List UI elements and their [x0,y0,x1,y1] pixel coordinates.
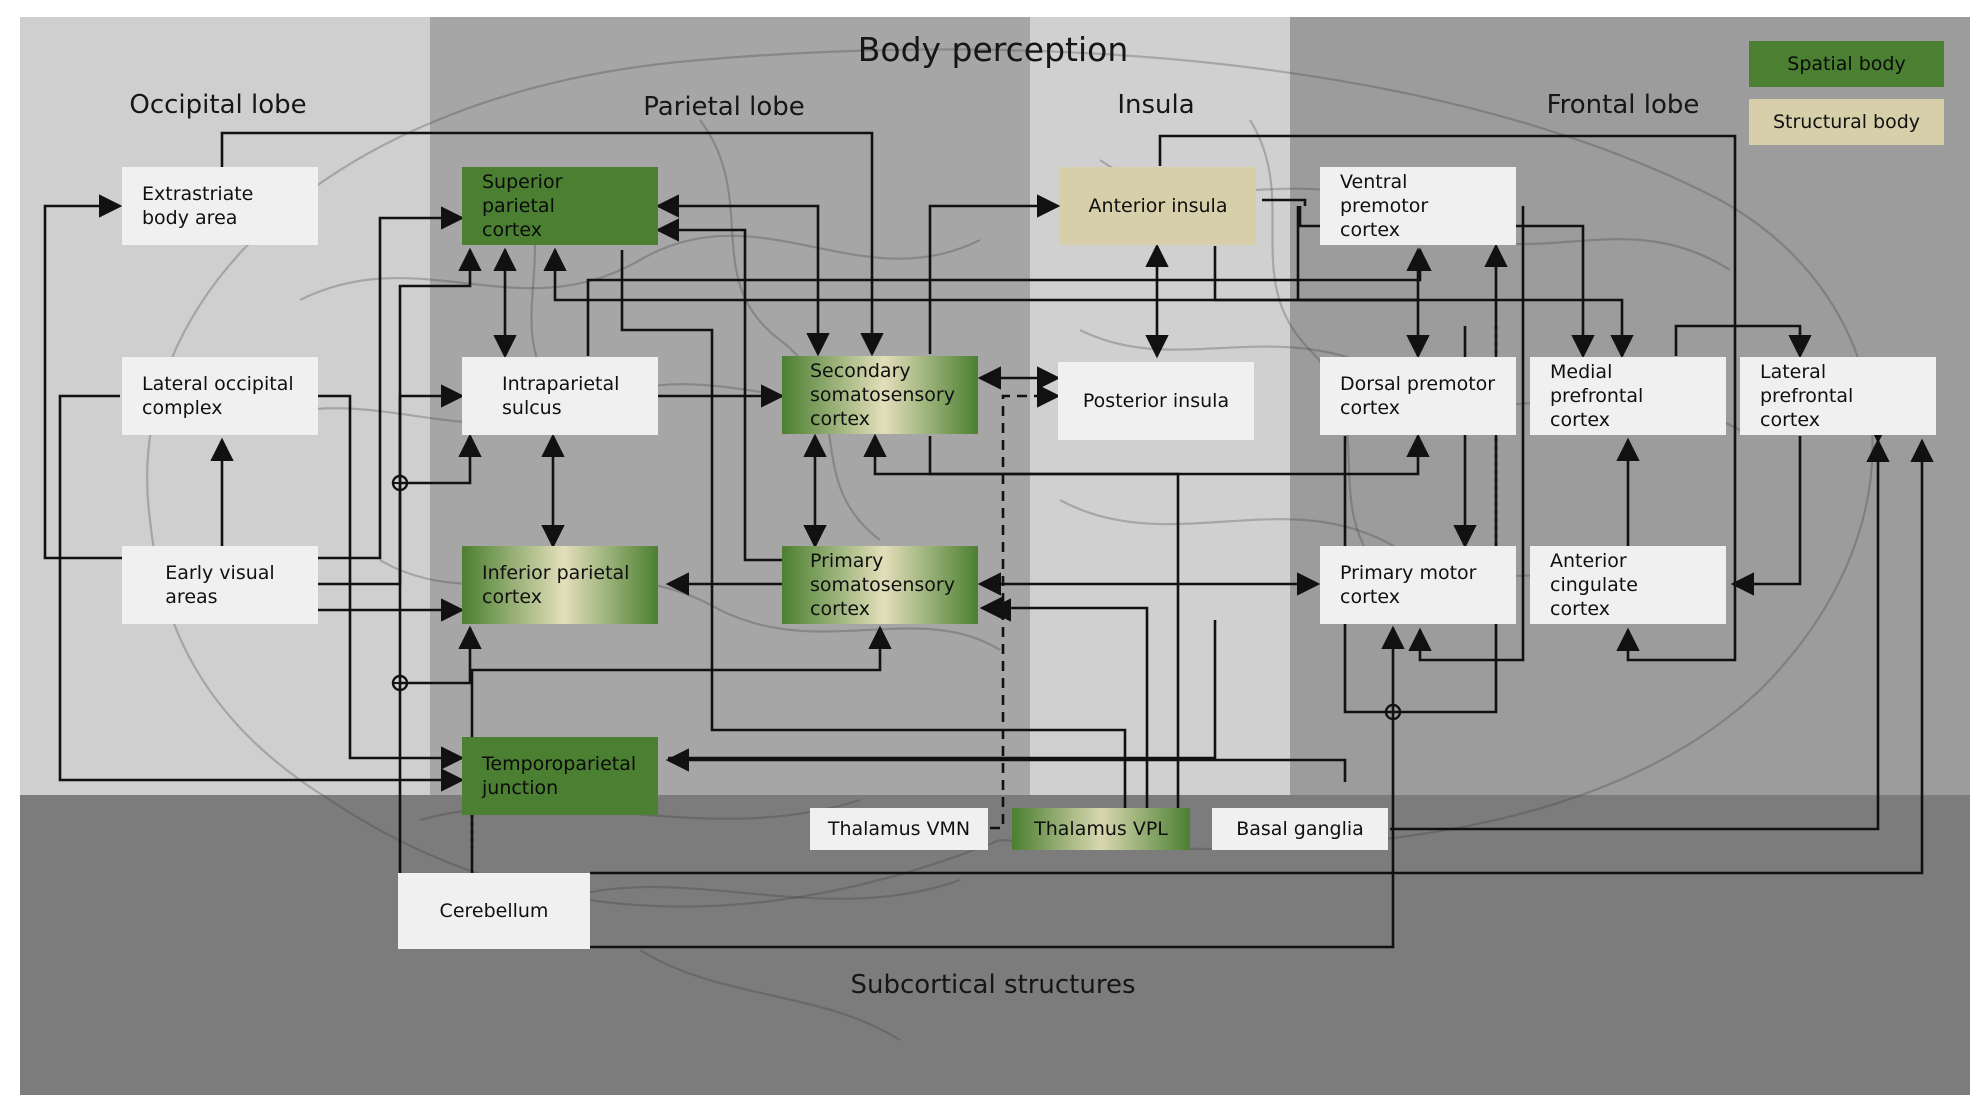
node-ventral-premotor-cortex: Ventral premotor cortex [1320,167,1516,245]
node-posterior-insula: Posterior insula [1058,362,1254,440]
node-anterior-cingulate-cortex: Anterior cingulate cortex [1530,546,1726,624]
node-label: Anterior cingulate cortex [1550,550,1638,620]
node-lateral-occipital-complex: Lateral occipital complex [122,357,318,435]
node-label: Thalamus VPL [1034,818,1168,840]
edge-ai-vpm [1213,246,1430,302]
node-inferior-parietal-cortex: Inferior parietal cortex [462,546,658,624]
node-primary-motor-cortex: Primary motor cortex [1320,546,1516,624]
node-anterior-insula: Anterior insula [1060,167,1256,245]
frontal-lobe-label: Frontal lobe [1546,90,1700,120]
node-label: Thalamus VMN [827,818,971,840]
node-medial-prefrontal-cortex: Medial prefrontal cortex [1530,357,1726,435]
edge-vpl-s1 [979,596,1149,808]
edge-cer-ips [400,433,482,485]
node-label: Intraparietal sulcus [502,373,620,419]
node-extrastriate-body-area: Extrastriate body area [122,167,318,245]
legend-spatial-label: Spatial body [1787,53,1906,75]
node-label: Secondary somatosensory cortex [810,360,955,430]
node-label: Posterior insula [1082,390,1230,412]
node-label: Superior parietal cortex [482,171,563,241]
edge-mpfc-ai [1296,206,1634,359]
edge-tpj-s1 [668,620,1217,760]
edge-loc-tpj-2 [318,394,465,770]
edge-eva-spc [318,206,465,560]
node-thalamus-vpl: Thalamus VPL [1012,808,1190,850]
edge-s2-ai [928,194,1061,354]
edge-cer-lpfc [590,438,1934,875]
occipital-lobe-label: Occipital lobe [129,90,307,120]
node-thalamus-vmn: Thalamus VMN [810,808,988,850]
edge-vpm-m1 [1408,206,1525,662]
legend-structural-body: Structural body [1749,99,1944,145]
edge-eva-eba [43,194,123,560]
node-label: Lateral occipital complex [142,373,294,419]
node-label: Primary motor cortex [1340,562,1477,608]
node-label: Extrastriate body area [142,183,254,229]
edge-lpfc-acc [1730,436,1802,596]
diagram-title: Body perception [857,30,1129,69]
node-label: Dorsal premotor cortex [1340,373,1496,419]
edge-loc-tpj [58,394,465,792]
edge-lpfc-mpfc [1674,324,1812,359]
node-lateral-prefrontal-cortex: Lateral prefrontal cortex [1740,357,1936,435]
node-label: Temporoparietal junction [482,753,637,799]
node-dorsal-premotor-cortex: Dorsal premotor cortex [1320,357,1516,435]
node-secondary-somatosensory-cortex: Secondary somatosensory cortex [782,356,978,434]
insula-label: Insula [1117,90,1195,120]
node-temporoparietal-junction: Temporoparietal junction [462,737,658,815]
edge-ai-acc [1158,134,1737,662]
edge-vpl-s2 [863,433,1180,808]
edge-cer-spc [398,247,482,873]
node-label: Anterior insula [1088,195,1228,217]
node-superior-parietal-cortex: Superior parietal cortex [462,167,658,245]
legend-spatial-body: Spatial body [1749,41,1944,87]
node-label: Basal ganglia [1236,818,1364,840]
node-label: Primary somatosensory cortex [810,550,955,620]
subcortical-region [20,795,1970,1095]
node-label: Inferior parietal cortex [482,562,630,608]
edge-cer-m1 [590,625,1405,949]
edge-eva-ips [318,384,465,586]
edge-vmn-pi [990,384,1061,830]
node-label: Medial prefrontal cortex [1550,361,1644,431]
edge-bg-lpfc [1390,438,1890,831]
edge-eba-s2 [220,131,884,357]
node-cerebellum: Cerebellum [398,873,590,949]
node-label: Cerebellum [439,900,549,922]
node-primary-somatosensory-cortex: Primary somatosensory cortex [782,546,978,624]
node-label: Ventral premotor cortex [1340,171,1429,241]
edge-ai-from-right [1262,198,1307,206]
edge-bg-tpj [665,748,1347,782]
edge-spc-vpl [620,250,1127,808]
legend-structural-label: Structural body [1772,111,1921,133]
node-label: Lateral prefrontal cortex [1760,361,1854,431]
subcortical-label: Subcortical structures [850,970,1136,1000]
node-label: Early visual areas [165,562,275,608]
edge-cer-ipc [400,625,482,685]
parietal-lobe-label: Parietal lobe [643,92,805,122]
node-basal-ganglia: Basal ganglia [1212,808,1388,850]
edge-spc-dpm [543,247,1430,359]
edge-spc-s1 [655,218,782,562]
node-early-visual-areas: Early visual areas [122,546,318,624]
node-intraparietal-sulcus: Intraparietal sulcus [462,357,658,435]
